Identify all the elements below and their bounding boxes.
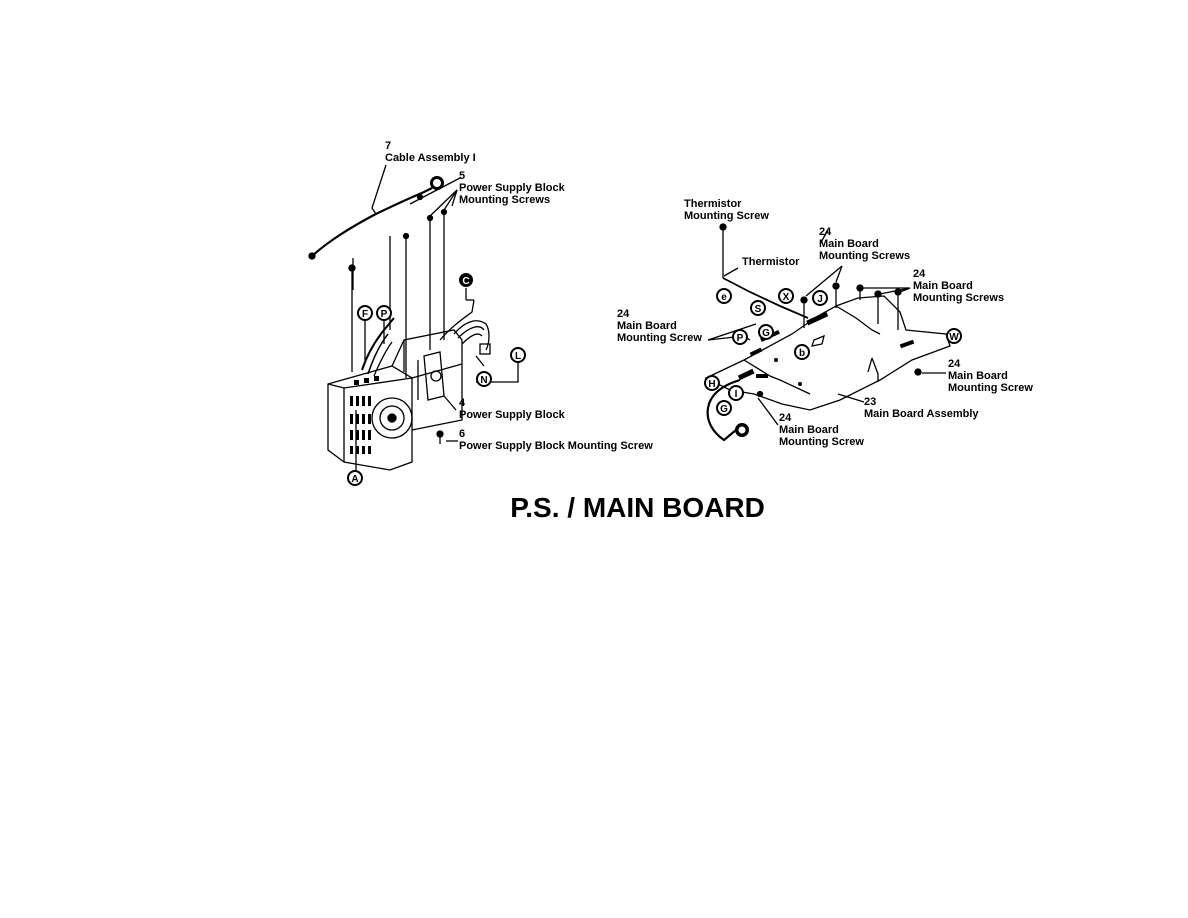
svg-text:X: X: [783, 292, 790, 303]
main-board-assembly-label: 23 Main Board Assembly: [864, 396, 979, 420]
connector-i: I: [728, 385, 744, 401]
psb-mounting-screws-line2: Mounting Screws: [459, 194, 551, 206]
power-supply-drawing: [308, 164, 519, 471]
svg-text:G: G: [720, 404, 728, 415]
main-board-screw-right2-line1: Main Board: [948, 370, 1008, 382]
main-board-screw-right2-line2: Mounting Screw: [948, 382, 1033, 394]
cable-assembly-name: Cable Assembly I: [385, 152, 476, 164]
main-board-screws-top-number: 24: [819, 226, 832, 238]
psb-mounting-screw-number: 6: [459, 428, 466, 440]
svg-text:I: I: [735, 389, 738, 400]
main-board-screw-bottom-line1: Main Board: [779, 424, 839, 436]
thermistor-label: Thermistor: [742, 256, 800, 268]
svg-text:C: C: [462, 276, 469, 287]
main-board-drawing: [704, 223, 951, 442]
thermistor-mounting-screw-line2: Mounting Screw: [684, 210, 769, 222]
main-board-screw-bottom-line2: Mounting Screw: [779, 436, 864, 448]
connector-n: N: [476, 371, 492, 387]
page-title: P.S. / MAIN BOARD: [510, 492, 765, 523]
main-board-screws-right-line2: Mounting Screws: [913, 292, 1005, 304]
svg-text:G: G: [762, 328, 770, 339]
connector-g-bottom: G: [716, 400, 732, 416]
connector-j: J: [812, 290, 828, 306]
connector-b-top: [430, 176, 444, 190]
connector-a: A: [347, 470, 363, 486]
psb-mounting-screws-line1: Power Supply Block: [459, 182, 565, 194]
cable-assembly-number: 7: [385, 140, 392, 152]
svg-text:A: A: [351, 474, 358, 485]
connector-markers-right: e X J S P G b W H I G: [704, 288, 962, 437]
svg-text:S: S: [755, 304, 762, 315]
main-board-screws-top-line2: Mounting Screws: [819, 250, 911, 262]
connector-e: e: [716, 288, 732, 304]
connector-o: [735, 423, 749, 437]
main-board-screw-left-line1: Main Board: [617, 320, 677, 332]
svg-text:N: N: [480, 375, 487, 386]
cable-assembly-label: 7 Cable Assembly I: [385, 140, 476, 164]
svg-text:L: L: [515, 351, 521, 362]
svg-text:P: P: [737, 333, 744, 344]
connector-b-small: b: [794, 344, 810, 360]
connector-markers-left: C F P L N A: [347, 176, 526, 486]
svg-text:J: J: [817, 294, 823, 305]
main-board-screw-left-label: 24 Main Board Mounting Screw: [617, 308, 702, 344]
main-board-assembly-number: 23: [864, 396, 877, 408]
main-board-screw-left-number: 24: [617, 308, 630, 320]
psb-mounting-screw-name: Power Supply Block Mounting Screw: [459, 440, 653, 452]
connector-p-right: P: [732, 329, 748, 345]
connector-l: L: [510, 347, 526, 363]
power-supply-block-name: Power Supply Block: [459, 409, 565, 421]
psb-mounting-screw-label: 6 Power Supply Block Mounting Screw: [459, 428, 653, 452]
main-board-assembly-name: Main Board Assembly: [864, 408, 979, 420]
psb-mounting-screws-number: 5: [459, 170, 466, 182]
connector-f: F: [357, 305, 373, 321]
main-board-screw-bottom-label: 24 Main Board Mounting Screw: [779, 412, 864, 448]
connector-w: W: [946, 328, 962, 344]
main-board-screw-right2-label: 24 Main Board Mounting Screw: [948, 358, 1033, 394]
power-supply-block-number: 4: [459, 397, 466, 409]
connector-x: X: [778, 288, 794, 304]
main-board-screw-bottom-number: 24: [779, 412, 792, 424]
svg-text:W: W: [949, 332, 959, 343]
svg-text:P: P: [381, 309, 388, 320]
connector-h: H: [704, 375, 720, 391]
svg-text:e: e: [721, 292, 727, 303]
connector-s: S: [750, 300, 766, 316]
main-board-screw-left-line2: Mounting Screw: [617, 332, 702, 344]
connector-c: C: [459, 273, 473, 287]
thermistor-mounting-screw-label: Thermistor Mounting Screw: [684, 198, 769, 222]
svg-text:H: H: [708, 379, 715, 390]
connector-g-small: G: [758, 324, 774, 340]
thermistor-mounting-screw-line1: Thermistor: [684, 198, 742, 210]
psb-mounting-screws-label: 5 Power Supply Block Mounting Screws: [459, 170, 565, 206]
main-board-screws-right-line1: Main Board: [913, 280, 973, 292]
svg-text:F: F: [362, 309, 368, 320]
connector-p-left: P: [376, 305, 392, 321]
power-supply-block-label: 4 Power Supply Block: [459, 397, 565, 421]
main-board-screws-right-label: 24 Main Board Mounting Screws: [913, 268, 1004, 304]
main-board-screws-right-number: 24: [913, 268, 926, 280]
main-board-screw-right2-number: 24: [948, 358, 961, 370]
main-board-screws-top-line1: Main Board: [819, 238, 879, 250]
svg-text:b: b: [799, 348, 805, 359]
main-board-screws-top-label: 24 Main Board Mounting Screws: [819, 226, 910, 262]
